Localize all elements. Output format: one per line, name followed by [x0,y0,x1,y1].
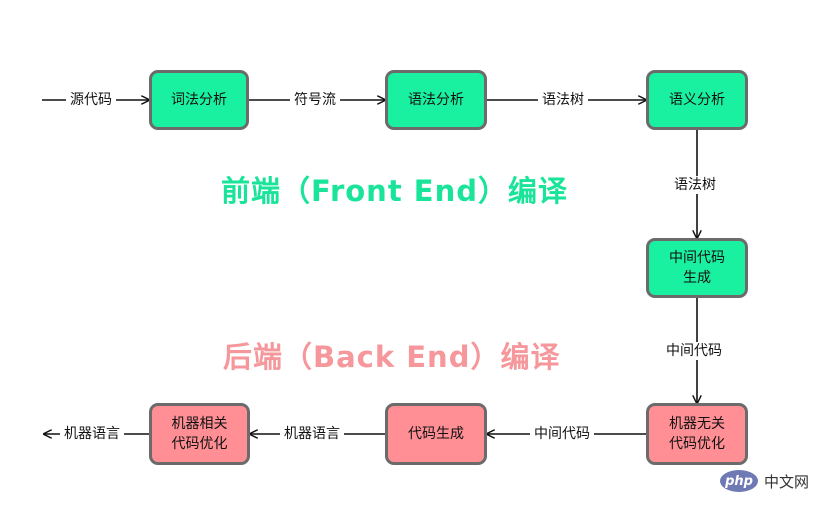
front-end-heading: 前端（Front End）编译 [221,174,568,208]
node-lexical-analysis: 词法分析 [149,70,249,130]
edge-label-syntax-tree-right: 语法树 [670,176,720,194]
watermark-text: 中文网 [764,472,810,491]
edge-label-ir-right: 中间代码 [662,342,726,360]
node-machine-independent-optimization: 机器无关 代码优化 [646,403,748,465]
node-code-generation: 代码生成 [385,403,487,465]
node-semantic-analysis: 语义分析 [646,70,748,130]
back-end-heading: 后端（Back End）编译 [223,340,561,374]
php-logo: php [720,470,758,492]
node-machine-dependent-optimization: 机器相关 代码优化 [149,403,250,465]
node-ir-generation: 中间代码 生成 [646,238,748,298]
edge-label-token-stream: 符号流 [290,91,340,109]
node-syntax-analysis: 语法分析 [385,70,487,130]
edge-label-machine-language-out: 机器语言 [60,425,124,443]
edge-label-syntax-tree-top: 语法树 [538,91,588,109]
edge-label-source-code: 源代码 [66,91,116,109]
edge-label-machine-language-mid: 机器语言 [280,425,344,443]
edge-label-ir-bottom: 中间代码 [530,425,594,443]
watermark: php 中文网 [720,470,809,492]
